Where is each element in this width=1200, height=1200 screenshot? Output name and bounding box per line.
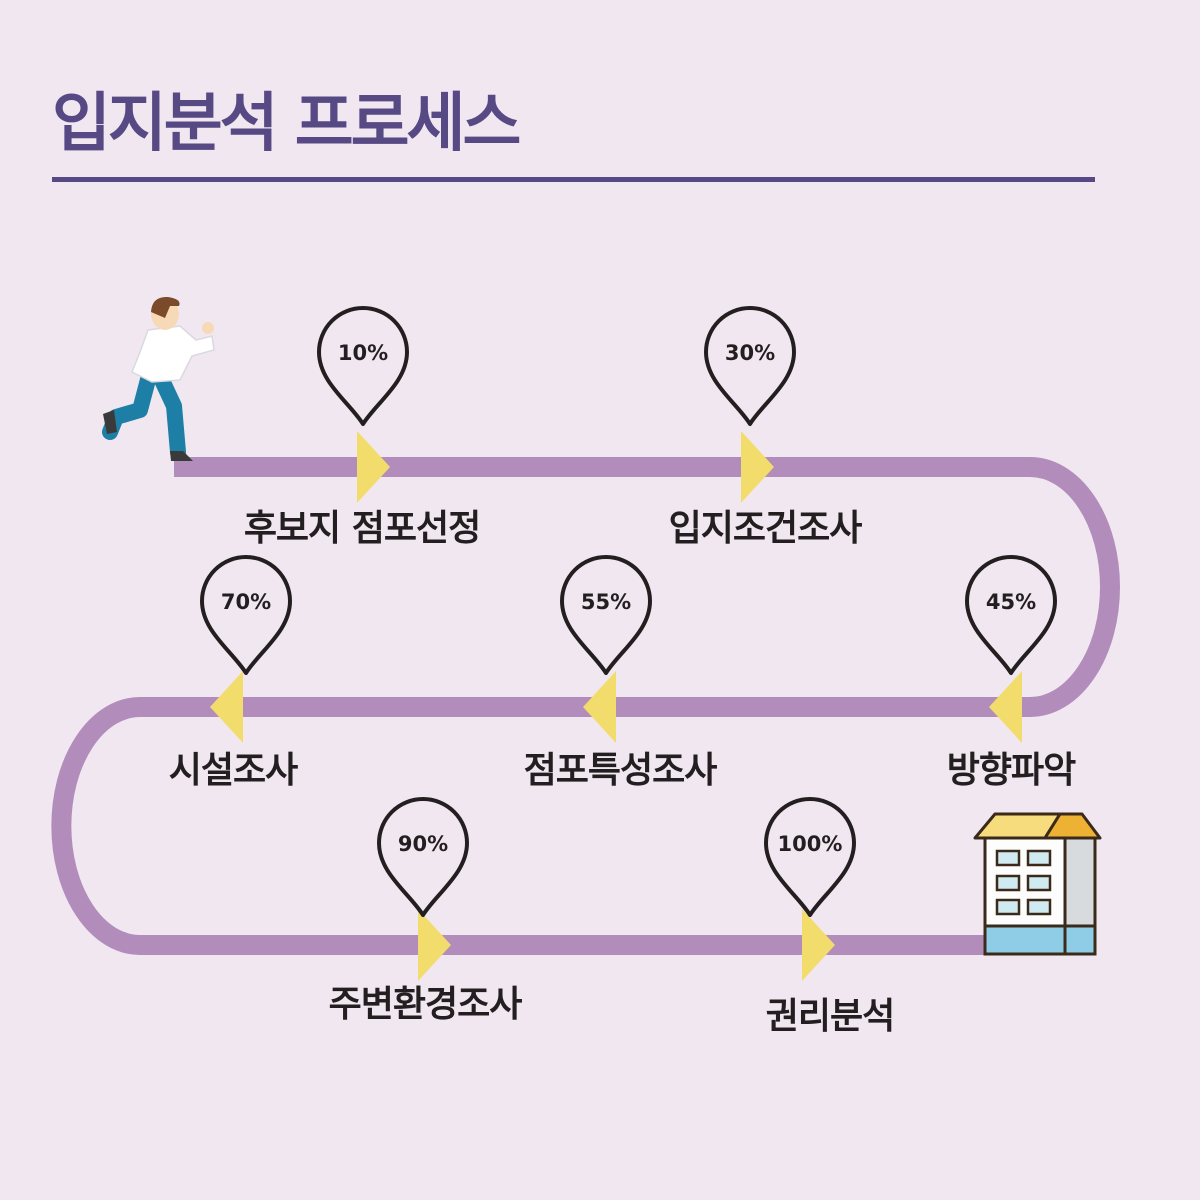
direction-arrow-icon — [989, 671, 1022, 743]
step-label: 입지조건조사 — [669, 508, 863, 549]
map-pin-icon — [764, 797, 856, 917]
step-percent: 55% — [581, 590, 631, 614]
step-percent: 10% — [338, 341, 388, 365]
step-label: 방향파악 — [947, 750, 1076, 791]
map-pin-icon — [377, 797, 469, 917]
step-label: 주변환경조사 — [329, 984, 523, 1025]
map-pin-icon — [317, 306, 409, 426]
step-percent: 30% — [725, 341, 775, 365]
step-label: 시설조사 — [169, 750, 298, 791]
step-marker: 55% 점포특성조사 — [524, 555, 718, 791]
map-pin-icon — [200, 555, 292, 675]
step-percent: 90% — [398, 832, 448, 856]
step-label: 권리분석 — [766, 996, 894, 1037]
step-label: 점포특성조사 — [524, 750, 718, 791]
step-marker: 10% 후보지 점포선정 — [244, 306, 481, 549]
step-marker: 45% 방향파악 — [947, 555, 1077, 791]
direction-arrow-icon — [418, 909, 451, 981]
step-marker: 30% 입지조건조사 — [669, 306, 863, 549]
direction-arrow-icon — [802, 909, 835, 981]
step-marker: 70% 시설조사 — [169, 555, 299, 791]
title-underline — [52, 177, 1095, 182]
map-pin-icon — [704, 306, 796, 426]
step-percent: 70% — [221, 590, 271, 614]
direction-arrow-icon — [741, 431, 774, 503]
step-percent: 100% — [778, 832, 843, 856]
step-percent: 45% — [986, 590, 1036, 614]
step-marker: 100% 권리분석 — [764, 797, 895, 1037]
running-person-icon — [102, 296, 215, 461]
direction-arrow-icon — [357, 431, 390, 503]
step-marker: 90% 주변환경조사 — [329, 797, 523, 1025]
building-icon — [973, 812, 1102, 956]
page-title: 입지분석 프로세스 — [52, 87, 521, 161]
step-label: 후보지 점포선정 — [244, 508, 480, 549]
map-pin-icon — [560, 555, 652, 675]
map-pin-icon — [965, 555, 1057, 675]
direction-arrow-icon — [583, 671, 616, 743]
direction-arrow-icon — [210, 671, 243, 743]
